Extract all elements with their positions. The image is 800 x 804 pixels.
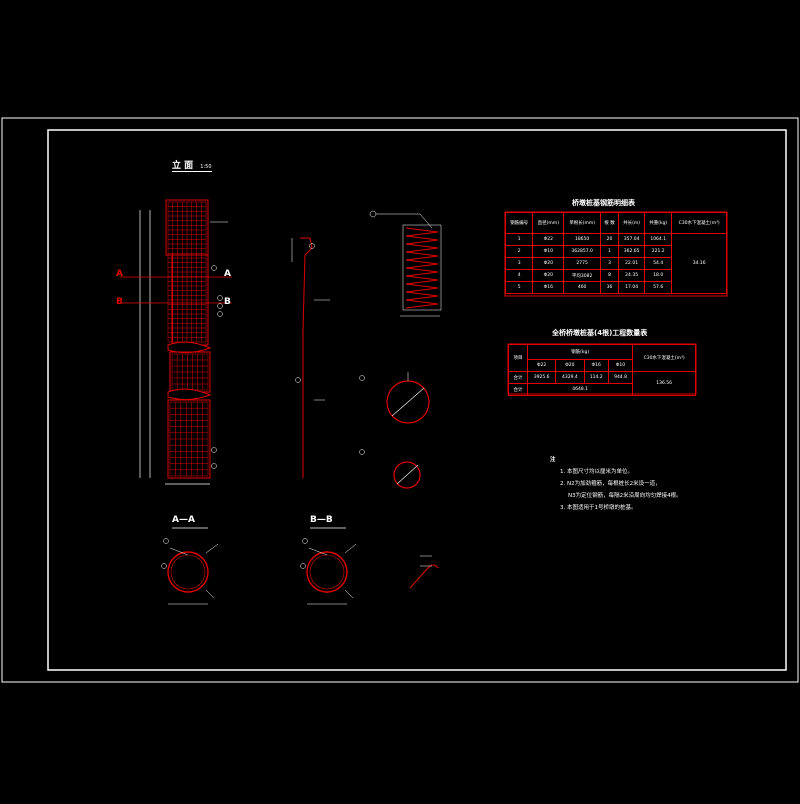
quantity-table-title: 全桥桥墩桩基(4根)工程数量表	[552, 329, 648, 337]
section-aa-label: A—A	[172, 515, 195, 525]
elevation-title-text: 立 面	[172, 161, 194, 171]
cell: 1	[599, 245, 620, 258]
concrete-header-cell: C30水下混凝土(m³)	[632, 344, 696, 372]
cell: 17.04	[618, 281, 646, 294]
cell: Φ16	[583, 359, 609, 372]
note-item: 1. 本图尺寸均以厘米为单位。	[560, 469, 633, 475]
table-row: 项目 钢筋(kg) C30水下混凝土(m³)	[507, 344, 696, 372]
cell: 4648.1	[527, 383, 634, 396]
cell: 24.35	[618, 269, 646, 282]
col-group-cell: 钢筋(kg)	[527, 344, 634, 360]
cell: 5	[504, 281, 534, 294]
cell: 221.2	[644, 245, 673, 258]
elevation-scale: 1:50	[200, 164, 212, 170]
cell: 944.8	[607, 371, 634, 384]
quantity-table: 项目 钢筋(kg) C30水下混凝土(m³) Φ22 Φ20 Φ16 Φ10 合…	[507, 344, 696, 396]
table-row: 合计 4648.1	[507, 383, 696, 396]
cell: 2	[504, 245, 534, 258]
table-row: 4 Φ20 平均3082 8 24.35 18.0	[504, 269, 727, 282]
rebar-th: C30水下混凝土(m³)	[671, 212, 727, 234]
cell: 合计	[507, 383, 529, 396]
cell: Φ10	[532, 245, 565, 258]
pile-rebar-grid-mid	[171, 353, 209, 391]
section-bb-label: B—B	[310, 515, 333, 525]
cell: Φ20	[555, 359, 585, 372]
cell: Φ20	[532, 257, 565, 270]
hook-detail	[409, 555, 439, 589]
table-row: 5 Φ16 460 36 17.04 57.6	[504, 281, 727, 294]
cell: 2775	[563, 257, 601, 270]
concrete-total-cell: 136.56	[632, 371, 696, 396]
marker-b-right: B	[224, 297, 231, 307]
rebar-table-title: 桥墩桩基钢筋明细表	[572, 199, 635, 207]
table-row: Φ22 Φ20 Φ16 Φ10	[509, 359, 696, 372]
cell: 36	[599, 281, 620, 294]
marker-a-right: A	[224, 269, 231, 279]
cell: 54.4	[644, 257, 673, 270]
main-rebar-detail	[291, 237, 330, 478]
pile-rebar-grid-bot	[169, 401, 209, 477]
rebar-th: 钢筋编号	[504, 212, 534, 234]
cell: Φ22	[532, 233, 565, 246]
cell: 20	[599, 233, 620, 246]
cell: 18.0	[644, 269, 673, 282]
cell: 合计	[507, 371, 529, 384]
ring-details	[359, 372, 430, 489]
row-label-cell: 项目	[507, 344, 529, 372]
cell: Φ10	[607, 359, 634, 372]
cell: Φ20	[532, 269, 565, 282]
rebar-table: 钢筋编号 直径(mm) 单根长(mm) 根 数 共长(m) 共重(kg) C30…	[504, 212, 727, 294]
note-item: 2. N2为加劲箍筋，每根桩长2米设一道，	[560, 481, 661, 487]
pile-rebar-grid-top	[167, 201, 207, 343]
marker-b-left: B	[116, 297, 123, 307]
cell: 3925.6	[527, 371, 557, 384]
cell: 3	[504, 257, 534, 270]
notes-heading: 注	[550, 457, 556, 463]
cell: 4	[504, 269, 534, 282]
cell: 1	[504, 233, 534, 246]
cell: Φ16	[532, 281, 565, 294]
marker-a-left: A	[116, 269, 123, 279]
rebar-th: 单根长(mm)	[563, 212, 601, 234]
note-item: 3. 本图适用于1号桥墩的桩基。	[560, 505, 637, 511]
cell: 4329.4	[555, 371, 585, 384]
table-row: 1 Φ22 18650 20 357.04 1064.1 34.16	[504, 233, 727, 294]
note-item: N3为定位钢筋，每隔2米沿周向均匀焊接4根。	[568, 493, 682, 499]
cell: 114.2	[583, 371, 609, 384]
rebar-th: 直径(mm)	[532, 212, 565, 234]
cell: 460	[563, 281, 601, 294]
inner-frame	[47, 129, 787, 671]
cell: 362857.0	[563, 245, 601, 258]
rebar-th: 根 数	[599, 212, 620, 234]
section-bb	[300, 527, 357, 605]
outer-frame	[1, 117, 799, 683]
concrete-volume-cell: 34.16	[671, 233, 727, 294]
table-row: 合计 3925.6 4329.4 114.2 944.8 136.56	[507, 371, 696, 396]
rebar-th: 共长(m)	[618, 212, 646, 234]
spiral-detail	[369, 210, 442, 317]
cell: 357.04	[618, 233, 646, 246]
cell: 8	[599, 269, 620, 282]
elevation-title: 立 面 1:50	[172, 162, 212, 172]
cell: 1064.1	[644, 233, 673, 246]
rebar-table-header: 钢筋编号 直径(mm) 单根长(mm) 根 数 共长(m) 共重(kg) C30…	[504, 212, 727, 234]
cell: 22.01	[618, 257, 646, 270]
cell: 3	[599, 257, 620, 270]
rebar-th: 共重(kg)	[644, 212, 673, 234]
cell: 362.65	[618, 245, 646, 258]
cell: 18650	[563, 233, 601, 246]
cell: 57.6	[644, 281, 673, 294]
cell: 平均3082	[563, 269, 601, 282]
pile-elevation	[120, 199, 232, 485]
section-aa	[161, 527, 219, 605]
cell: Φ22	[527, 359, 557, 372]
